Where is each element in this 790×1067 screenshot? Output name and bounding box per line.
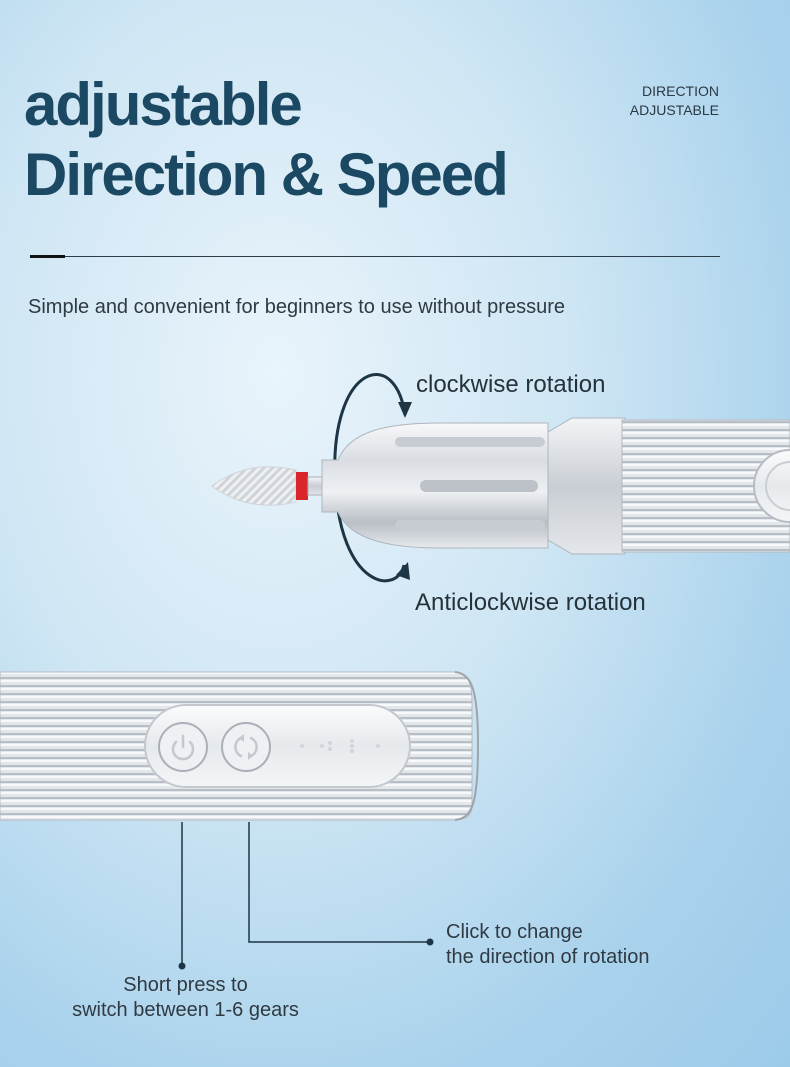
- corner-tag-line-1: DIRECTION: [642, 83, 719, 99]
- corner-tag: DIRECTION ADJUSTABLE: [630, 82, 719, 120]
- subtitle: Simple and convenient for beginners to u…: [28, 296, 565, 318]
- gears-callout-line-2: switch between 1-6 gears: [72, 999, 299, 1021]
- direction-callout: Click to change the direction of rotatio…: [446, 920, 649, 970]
- drill-bit: [211, 466, 323, 506]
- power-icon: [171, 734, 195, 761]
- callout-leaders: [178, 822, 434, 970]
- title-line-2: Direction & Speed: [24, 141, 509, 208]
- anticlockwise-label: Anticlockwise rotation: [415, 589, 646, 616]
- direction-button[interactable]: [220, 721, 276, 773]
- power-button[interactable]: [156, 721, 212, 773]
- clockwise-label: clockwise rotation: [416, 371, 606, 398]
- direction-callout-line-2: the direction of rotation: [446, 946, 650, 968]
- gears-callout: Short press to switch between 1-6 gears: [48, 973, 323, 1023]
- title-line-1: adjustable: [24, 71, 303, 138]
- corner-tag-line-2: ADJUSTABLE: [629, 102, 719, 118]
- gears-callout-line-1: Short press to: [123, 974, 248, 996]
- speed-indicator-leds: [300, 739, 380, 753]
- direction-callout-line-1: Click to change: [446, 921, 583, 943]
- divider-line: [30, 256, 720, 257]
- direction-toggle-icon: [234, 734, 258, 760]
- handpiece-upper: [321, 417, 790, 555]
- divider-accent: [30, 255, 65, 258]
